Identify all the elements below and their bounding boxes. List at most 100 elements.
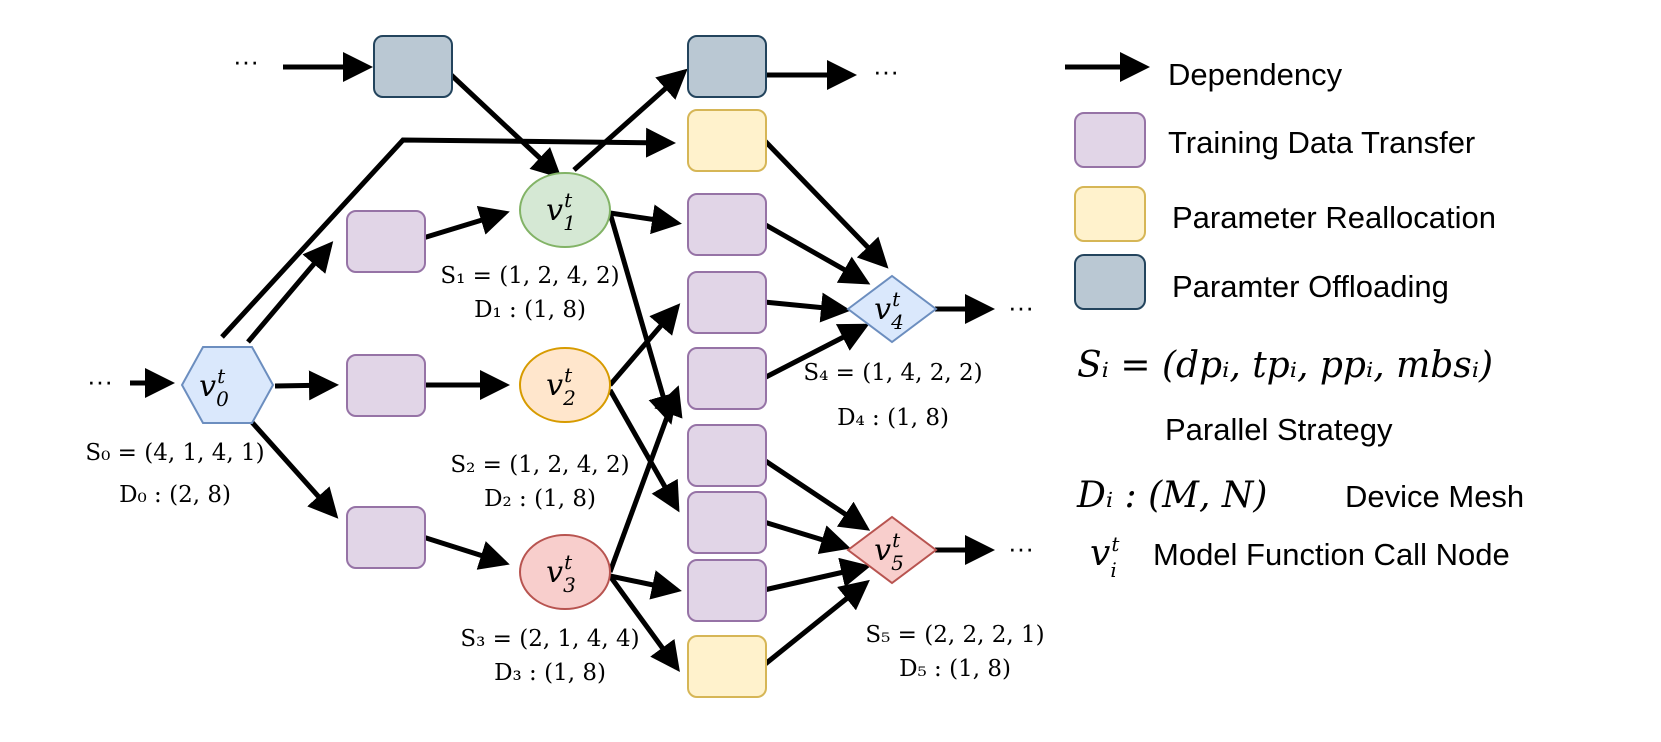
- continuation-marks: ··· ··· ··· ··· ···: [87, 46, 1034, 563]
- node-v3-base: v: [546, 555, 563, 590]
- edge-tdt-5-to-v5: [763, 519, 851, 555]
- node-v5-base: v: [874, 533, 891, 568]
- tdt-box-2: [687, 271, 767, 334]
- legend-strategy-formula: Sᵢ = (dpᵢ, tpᵢ, ppᵢ, mbsᵢ): [1077, 345, 1493, 386]
- node-v2-sup: t: [564, 363, 573, 387]
- legend-tdt-swatch: [1074, 112, 1146, 168]
- tdt-box-5: [687, 491, 767, 554]
- edge-v1-to-tdt-4: [607, 212, 678, 425]
- legend-strategy-caption: Parallel Strategy: [1165, 412, 1393, 447]
- node-v0-base: v: [199, 369, 216, 404]
- edge-v3-to-tdt-6: [609, 570, 682, 600]
- legend: Dependency Training Data Transfer Parame…: [1065, 52, 1524, 582]
- tdt-box-3: [687, 347, 767, 410]
- v0-strategy: S₀ = (4, 1, 4, 1): [85, 440, 264, 466]
- node-annotations: S₀ = (4, 1, 4, 1) D₀ : (2, 8) S₁ = (1, 2…: [85, 263, 1044, 686]
- legend-dependency-label: Dependency: [1168, 57, 1343, 92]
- node-v4-sub: 4: [890, 310, 904, 334]
- v1-strategy: S₁ = (1, 2, 4, 2): [440, 263, 619, 289]
- v5-mesh: D₅ : (1, 8): [899, 656, 1011, 682]
- node-v5-sub: 5: [891, 551, 904, 575]
- v4-mesh: D₄ : (1, 8): [837, 405, 949, 431]
- svg-text:vt5: vt5: [874, 528, 904, 575]
- legend-tdt-label: Training Data Transfer: [1168, 125, 1475, 160]
- node-v4-base: v: [874, 292, 891, 327]
- ellipsis-v5: ···: [1008, 533, 1034, 563]
- node-v0-sup: t: [217, 364, 226, 388]
- node-v1-sub: 1: [563, 211, 576, 235]
- legend-node-caption: Model Function Call Node: [1153, 537, 1510, 572]
- edge-v3-to-realloc-bottom: [607, 574, 680, 673]
- offload-box-2: [687, 35, 767, 98]
- v1-mesh: D₁ : (1, 8): [474, 297, 586, 323]
- tdt-box-1: [687, 193, 767, 256]
- v2-mesh: D₂ : (1, 8): [484, 486, 596, 512]
- dependency-edges: [130, 52, 995, 673]
- legend-realloc-label: Parameter Reallocation: [1172, 200, 1496, 235]
- realloc-box-bottom: [687, 635, 767, 698]
- edge-tdt-1-to-v4: [762, 221, 871, 285]
- svg-text:vt0: vt0: [199, 364, 229, 411]
- v3-mesh: D₃ : (1, 8): [494, 660, 606, 686]
- ellipsis-left: ···: [87, 366, 113, 396]
- edge-v2-to-tdt-2: [608, 303, 681, 387]
- node-v1-base: v: [546, 193, 563, 228]
- svg-text:vt2: vt2: [546, 363, 576, 410]
- edge-v2-to-tdt-5: [607, 388, 680, 513]
- tdt-box-b: [346, 354, 426, 417]
- edge-tdt-3-to-v4: [762, 323, 870, 381]
- tdt-box-4: [687, 424, 767, 487]
- node-v2-base: v: [546, 368, 563, 403]
- legend-mesh-caption: Device Mesh: [1345, 479, 1524, 514]
- edge-v0-to-tdt-a: [246, 241, 334, 344]
- tdt-box-6: [687, 559, 767, 622]
- v4-strategy: S₄ = (1, 4, 2, 2): [803, 360, 982, 386]
- node-v0-sub: 0: [216, 387, 229, 411]
- legend-node-symbol-sub: i: [1110, 558, 1116, 582]
- tdt-box-c: [346, 506, 426, 569]
- realloc-box-top: [687, 109, 767, 172]
- edge-tdt-6-to-v5: [763, 557, 871, 593]
- node-v5-sup: t: [892, 528, 901, 552]
- v3-strategy: S₃ = (2, 1, 4, 4): [460, 626, 639, 652]
- node-v3-sub: 3: [563, 573, 576, 597]
- ellipsis-top-left: ···: [233, 46, 259, 76]
- edge-tdt-2-to-v4: [763, 292, 851, 323]
- edge-tdt-c-to-v3: [422, 534, 510, 570]
- edge-v0-to-realloc-top: [220, 127, 676, 339]
- legend-node-symbol-sup: t: [1111, 532, 1120, 556]
- legend-mesh-formula: Dᵢ : (M, N): [1076, 475, 1267, 516]
- edge-realloc-bottom-to-v5: [762, 579, 870, 667]
- edge-v1-to-tdt-1: [609, 204, 682, 235]
- edge-tdt-4-to-v5: [762, 457, 871, 531]
- svg-text:vt3: vt3: [546, 550, 576, 597]
- legend-node-symbol-base: v: [1090, 533, 1110, 574]
- ellipsis-top-right: ···: [873, 56, 899, 86]
- legend-realloc-swatch: [1074, 186, 1146, 242]
- transfer-boxes: [346, 35, 767, 698]
- edge-tdt-a-to-v1: [422, 205, 510, 241]
- v2-strategy: S₂ = (1, 2, 4, 2): [450, 452, 629, 478]
- node-v0-shape: [180, 346, 275, 424]
- node-v5-shape: [846, 515, 938, 585]
- ellipsis-v4: ···: [1008, 292, 1034, 322]
- node-v2-sub: 2: [562, 386, 576, 410]
- tdt-box-a: [346, 210, 426, 273]
- edge-offload-1-to-v1: [446, 70, 562, 179]
- svg-text:vt4: vt4: [874, 287, 904, 334]
- node-v1-shape: [519, 172, 611, 248]
- edge-v0-to-tdt-c: [248, 418, 339, 519]
- edge-v0-to-tdt-b: [274, 370, 339, 401]
- node-v1-sup: t: [564, 188, 573, 212]
- svg-text:vt1: vt1: [546, 188, 576, 235]
- v5-strategy: S₅ = (2, 2, 2, 1): [865, 622, 1044, 648]
- node-v3-shape: [519, 534, 611, 610]
- node-v4-sup: t: [892, 287, 901, 311]
- node-v3-sup: t: [564, 550, 573, 574]
